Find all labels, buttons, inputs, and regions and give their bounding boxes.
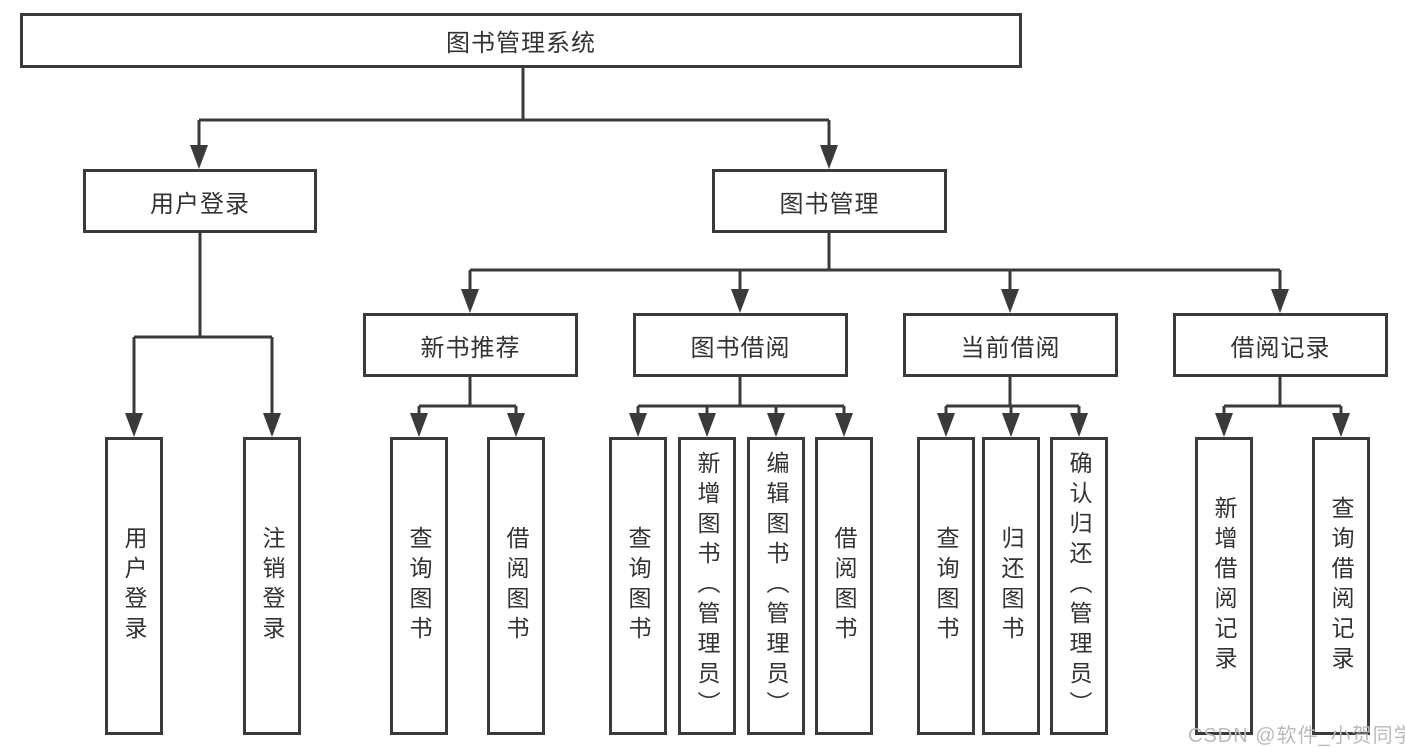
leaf-confirm-return-admin: 确认归还（管理员）	[1050, 437, 1108, 735]
leaf-borrow-books-1: 借阅图书	[487, 437, 545, 735]
arrowheads	[125, 145, 1350, 437]
node-borrow-records: 借阅记录	[1173, 313, 1388, 377]
node-current-borrow: 当前借阅	[903, 313, 1118, 377]
node-root: 图书管理系统	[20, 13, 1022, 68]
node-book-management: 图书管理	[712, 169, 947, 233]
csdn-watermark: CSDN @软件_小贺同学	[1188, 725, 1405, 747]
leaf-return-books: 归还图书	[982, 437, 1040, 735]
leaf-query-books-2: 查询图书	[609, 437, 667, 735]
node-user-login: 用户登录	[83, 169, 317, 233]
leaf-borrow-books-2: 借阅图书	[815, 437, 873, 735]
node-new-book-recommend: 新书推荐	[363, 313, 578, 377]
leaf-query-books-1: 查询图书	[390, 437, 448, 735]
leaf-query-borrow-record: 查询借阅记录	[1312, 437, 1370, 735]
leaf-user-login: 用户登录	[105, 437, 163, 735]
leaf-logout: 注销登录	[243, 437, 301, 735]
leaf-add-books-admin: 新增图书（管理员）	[678, 437, 736, 735]
leaf-query-books-3: 查询图书	[917, 437, 975, 735]
leaf-add-borrow-record: 新增借阅记录	[1195, 437, 1253, 735]
node-book-borrow: 图书借阅	[633, 313, 848, 377]
connector-strokes	[132, 68, 1343, 415]
leaf-edit-books-admin: 编辑图书（管理员）	[747, 437, 805, 735]
